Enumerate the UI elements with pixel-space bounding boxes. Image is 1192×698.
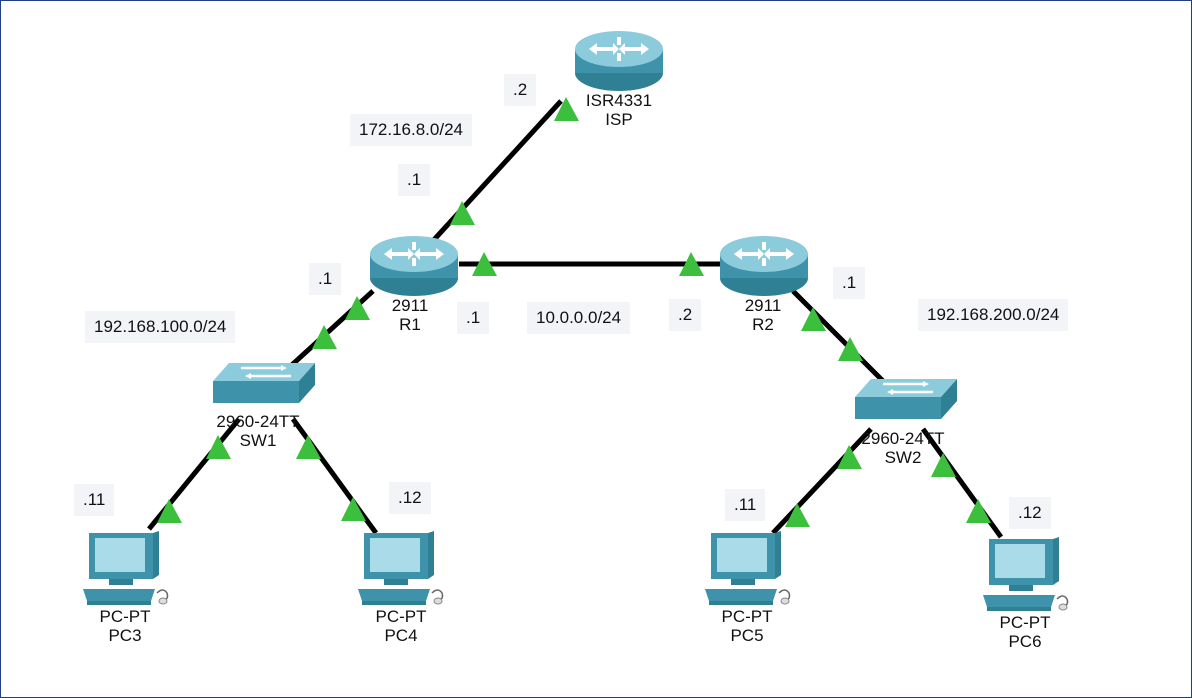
device-model: 2960-24TT [216, 412, 300, 431]
port-up-indicator [312, 325, 337, 349]
pc-icon[interactable] [356, 531, 446, 607]
host-label-r2-r1: .2 [669, 299, 702, 331]
device-name: PC6 [1008, 632, 1042, 651]
port-up-indicator [206, 435, 231, 459]
port-up-indicator [801, 307, 826, 331]
device-name: PC4 [384, 626, 418, 645]
host-label-r1-lan: .1 [309, 263, 342, 295]
port-up-indicator [837, 445, 862, 469]
device-name: SW2 [884, 448, 922, 467]
host-label-pc5: .11 [725, 489, 766, 521]
device-label-sw2: 2960-24TT SW2 [843, 429, 963, 467]
device-model: PC-PT [721, 607, 773, 626]
host-label-r1-r2: .1 [457, 302, 490, 334]
link-isp-r1[interactable] [429, 99, 563, 245]
device-label-pc3: PC-PT PC3 [65, 607, 185, 645]
port-up-indicator [341, 497, 366, 521]
host-label-isp: .2 [504, 74, 537, 106]
device-name: R2 [752, 315, 774, 334]
device-label-isp: ISR4331 ISP [559, 91, 679, 129]
port-up-indicator [472, 252, 497, 276]
switch-icon[interactable] [211, 361, 317, 407]
host-label-pc6: .12 [1009, 497, 1051, 529]
device-label-pc4: PC-PT PC4 [341, 607, 461, 645]
device-model: PC-PT [375, 607, 427, 626]
router-icon[interactable] [718, 234, 810, 298]
device-model: 2911 [391, 296, 429, 315]
device-name: PC5 [730, 626, 764, 645]
device-name: ISP [605, 110, 633, 129]
device-name: SW1 [239, 431, 277, 450]
port-up-indicator [785, 503, 810, 527]
device-name: PC3 [108, 626, 142, 645]
network-label-lan2: 192.168.200.0/24 [918, 299, 1069, 331]
port-up-indicator [157, 499, 182, 523]
device-label-pc5: PC-PT PC5 [687, 607, 807, 645]
port-up-indicator [296, 435, 321, 459]
router-icon[interactable] [368, 234, 460, 298]
network-label-isp-r1: 172.16.8.0/24 [350, 114, 472, 146]
pc-icon[interactable] [81, 531, 171, 607]
port-up-indicator [345, 296, 370, 320]
router-icon[interactable] [573, 29, 665, 93]
device-model: 2960-24TT [861, 429, 945, 448]
device-model: 2911 [744, 296, 782, 315]
pc-icon[interactable] [703, 531, 793, 607]
device-label-r2: 2911 R2 [703, 296, 823, 334]
device-model: PC-PT [99, 607, 151, 626]
host-label-pc4: .12 [389, 482, 431, 514]
link-r2-sw2[interactable] [791, 289, 885, 383]
switch-icon[interactable] [853, 377, 959, 423]
device-label-sw1: 2960-24TT SW1 [198, 412, 318, 450]
device-name: R1 [399, 315, 421, 334]
port-up-indicator [679, 252, 704, 276]
port-up-indicator [450, 201, 475, 225]
host-label-r1-isp: .1 [398, 164, 431, 196]
device-model: ISR4331 [585, 91, 653, 110]
device-label-r1: 2911 R1 [350, 296, 470, 334]
host-label-pc3: .11 [74, 484, 115, 516]
port-up-indicator [966, 499, 991, 523]
device-model: PC-PT [999, 613, 1051, 632]
pc-icon[interactable] [981, 537, 1071, 613]
device-label-pc6: PC-PT PC6 [965, 613, 1085, 651]
port-up-indicator [931, 453, 956, 477]
link-sw2-pc5[interactable] [771, 427, 873, 535]
host-label-r2-lan: .1 [833, 267, 866, 299]
network-label-r1-r2: 10.0.0.0/24 [527, 302, 631, 334]
port-up-indicator [838, 337, 863, 361]
network-label-lan1: 192.168.100.0/24 [85, 311, 236, 343]
port-up-indicator [554, 97, 579, 121]
